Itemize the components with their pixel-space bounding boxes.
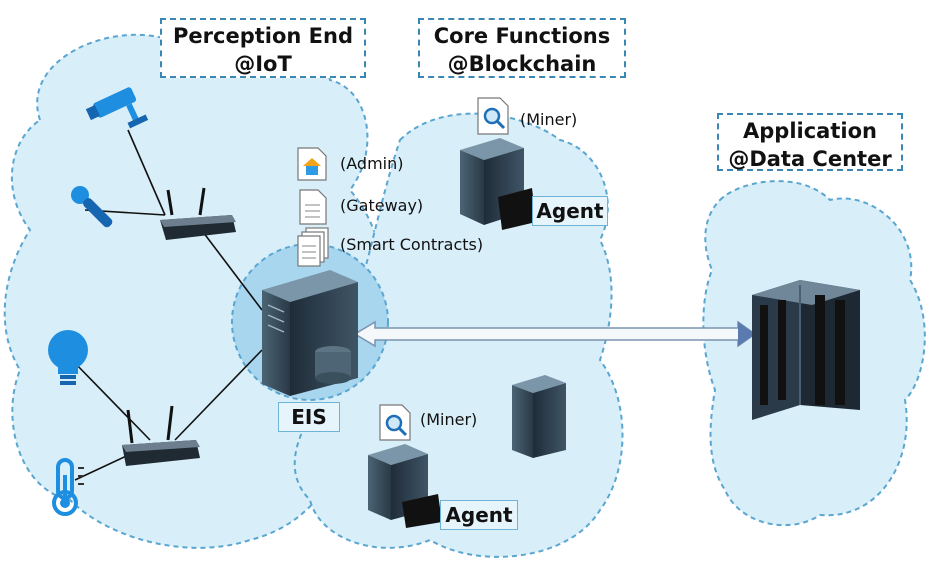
core-title-line1: Core Functions — [433, 24, 611, 48]
agent-badge-bottom: Agent — [440, 500, 518, 530]
light-bulb-icon — [48, 330, 88, 385]
admin-label: (Admin) — [340, 154, 404, 173]
application-title-line2: @Data Center — [728, 147, 892, 171]
search-document-icon — [477, 97, 509, 135]
mainframe-icon — [752, 280, 860, 420]
microphone-icon — [71, 186, 113, 228]
gateway-label: (Gateway) — [340, 196, 424, 215]
perception-title: Perception End @IoT — [160, 18, 366, 78]
search-document-icon — [379, 404, 411, 441]
router-icon — [122, 405, 200, 466]
server-icon — [262, 270, 358, 396]
core-title-line2: @Blockchain — [447, 52, 597, 76]
thermometer-icon — [52, 458, 84, 516]
home-document-icon — [297, 147, 327, 181]
miner-label-top: (Miner) — [520, 110, 578, 129]
server-icon — [512, 375, 566, 458]
core-title: Core Functions @Blockchain — [418, 18, 626, 78]
application-title-line1: Application — [743, 119, 877, 143]
document-icon — [299, 189, 327, 225]
server-icon — [368, 444, 442, 528]
server-icon — [460, 138, 536, 230]
perception-title-line1: Perception End — [173, 24, 353, 48]
agent-badge-top: Agent — [532, 196, 608, 226]
application-title: Application @Data Center — [717, 113, 903, 171]
smart-contracts-label: (Smart Contracts) — [340, 235, 484, 254]
router-icon — [160, 187, 236, 240]
stacked-documents-icon — [297, 227, 329, 267]
miner-label-bottom: (Miner) — [420, 410, 478, 429]
perception-title-line2: @IoT — [234, 52, 292, 76]
eis-badge: EIS — [278, 402, 340, 432]
cctv-camera-icon — [85, 87, 149, 129]
